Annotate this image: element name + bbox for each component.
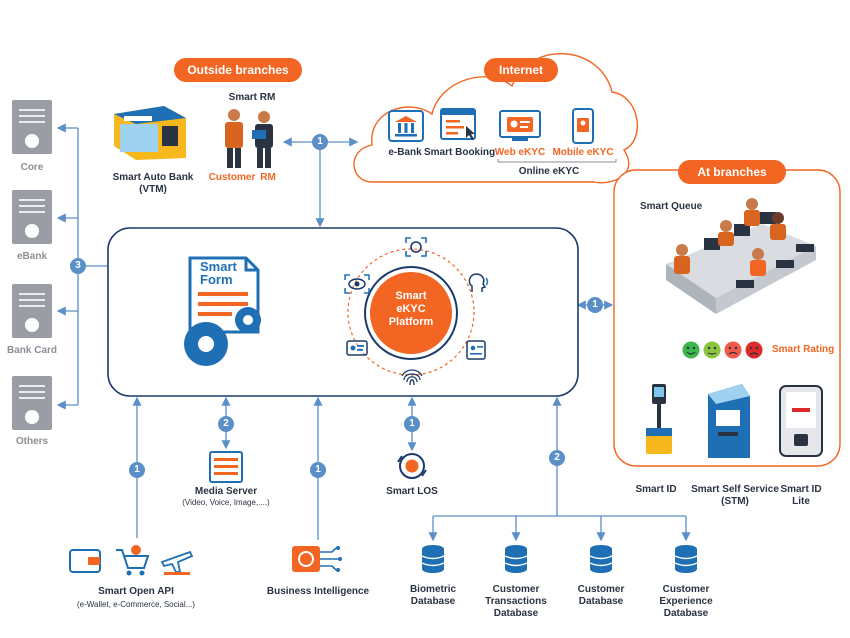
- fingerprint-icon: [401, 369, 423, 386]
- business-intelligence-icon: [292, 546, 342, 572]
- booking-icon: [440, 108, 476, 140]
- media-server-icon: [209, 451, 243, 483]
- bank-icon: [388, 110, 424, 142]
- smart-form-title: Smart Form: [200, 259, 237, 287]
- mobile-ekyc-icon: [572, 108, 594, 144]
- travel-icon: [160, 550, 194, 575]
- customer-experience-database-icon: [674, 545, 698, 573]
- business-intelligence-label: Business Intelligence: [266, 586, 370, 597]
- biometric-database-label: Biometric Database: [409, 584, 457, 607]
- bank-card-label: Bank Card: [6, 345, 57, 356]
- smart-rating-label: Smart Rating: [772, 344, 835, 355]
- internet-cloud: [353, 52, 639, 184]
- smart-los-label: Smart LOS: [386, 486, 438, 497]
- stm-label: Smart Self Service (STM): [691, 484, 779, 507]
- smart-rm-label: Smart RM: [228, 92, 276, 103]
- rating-angry-icon: [745, 341, 763, 359]
- customer-rm-figures-icon: [225, 109, 273, 168]
- customer-transactions-database-icon: [504, 545, 528, 573]
- wallet-icon: [69, 549, 101, 573]
- biometric-database-icon: [421, 545, 445, 573]
- customer-experience-database-label: Customer Experience Database: [659, 584, 713, 619]
- ebank-internet-label: e-Bank: [388, 147, 422, 158]
- smart-queue-label: Smart Queue: [640, 201, 703, 212]
- rating-faces: [682, 341, 763, 359]
- smart-booking-label: Smart Booking: [424, 147, 496, 158]
- customer-database-icon: [589, 545, 613, 573]
- web-ekyc-icon: [499, 110, 541, 141]
- smart-id-label: Smart ID: [635, 484, 677, 495]
- smart-id-lite-icon: [779, 385, 823, 457]
- internet-badge: Internet: [484, 58, 558, 82]
- others-server-icon: [12, 376, 52, 430]
- cart-icon: [116, 545, 150, 576]
- rating-satisfied-icon: [703, 341, 721, 359]
- step-badge: 1: [409, 418, 415, 429]
- ekyc-core-circle: [370, 272, 452, 354]
- ekyc-platform-label: Smart eKYC Platform: [388, 290, 434, 328]
- smart-los-icon: [397, 453, 427, 479]
- mobile-ekyc-label: Mobile eKYC: [552, 147, 614, 158]
- outside-branches-badge: Outside branches: [174, 58, 302, 82]
- ebank-server-icon: [12, 190, 52, 244]
- vtm-label: Smart Auto Bank (VTM): [112, 172, 194, 195]
- voice-icon: [468, 273, 489, 292]
- others-label: Others: [15, 436, 49, 447]
- customer-transactions-database-label: Customer Transactions Database: [485, 584, 547, 619]
- step-badge: 1: [134, 464, 140, 475]
- media-server-sub: (Video, Voice, Image,....): [182, 498, 270, 507]
- at-branches-badge: At branches: [678, 160, 786, 184]
- open-api-icons: [69, 545, 194, 576]
- core-server-icon: [12, 100, 52, 154]
- open-api-label: Smart Open API: [98, 586, 174, 597]
- customer-label: Customer: [208, 172, 256, 183]
- id-card-icon: [346, 340, 368, 356]
- rm-label: RM: [260, 172, 276, 183]
- face-scan-icon: [405, 237, 427, 257]
- smart-queue-illustration: [666, 198, 816, 314]
- rating-unsatisfied-icon: [724, 341, 742, 359]
- customer-database-label: Customer Database: [577, 584, 625, 607]
- step-badge: 2: [223, 418, 229, 429]
- web-ekyc-label: Web eKYC: [494, 147, 546, 158]
- open-api-sub: (e-Wallet, e-Commerce, Social...): [77, 600, 195, 609]
- vtm-kiosk-icon: [114, 106, 186, 160]
- bank-card-server-icon: [12, 284, 52, 338]
- online-ekyc-bracket: [497, 159, 617, 163]
- step-badge: 1: [317, 136, 323, 147]
- step-badge: 3: [75, 260, 81, 271]
- ebank-label: eBank: [16, 251, 47, 262]
- stm-kiosk-icon: [708, 384, 750, 458]
- document-id-icon: [466, 340, 486, 360]
- step-badge: 1: [592, 299, 598, 310]
- smart-id-lite-label: Smart ID Lite: [780, 484, 822, 507]
- step-badge: 1: [315, 464, 321, 475]
- smart-id-kiosk-icon: [646, 384, 672, 454]
- eye-scan-icon: [344, 274, 370, 294]
- smart-form-icon: [184, 256, 261, 366]
- step-badge: 2: [554, 452, 560, 463]
- online-ekyc-label: Online eKYC: [518, 166, 580, 177]
- media-server-label: Media Server: [194, 486, 258, 497]
- rating-happy-icon: [682, 341, 700, 359]
- core-label: Core: [20, 162, 44, 173]
